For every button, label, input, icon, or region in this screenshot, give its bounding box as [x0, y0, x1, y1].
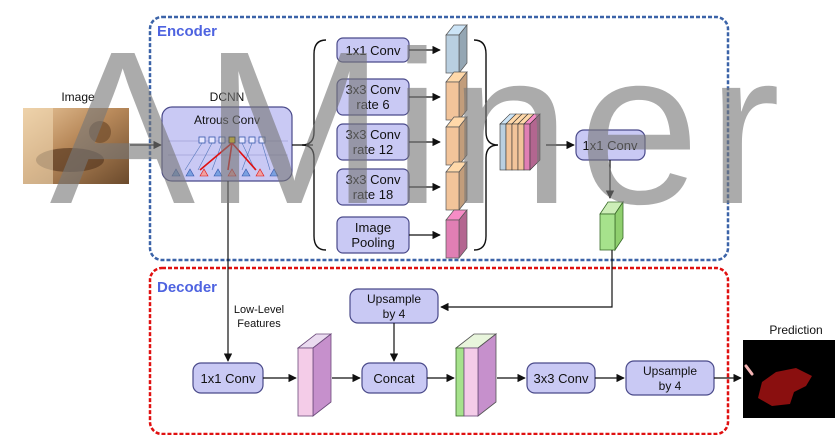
- dcnn-label: DCNN: [210, 90, 245, 104]
- low-level-label-2: Features: [237, 318, 281, 330]
- upsample-out-label-2: by 4: [659, 379, 682, 393]
- aspp-branch-label: 3x3 Conv: [346, 127, 401, 142]
- aspp-branch-label: rate 18: [353, 187, 393, 202]
- aspp-branch-label: 1x1 Conv: [346, 43, 401, 58]
- upsample-top-label-1: Upsample: [367, 292, 421, 306]
- aspp-feature-map: [445, 116, 468, 166]
- concatenated-decoder-features: [454, 333, 498, 417]
- atrous-conv-graphic: [168, 136, 288, 177]
- stacked-feature-slice: [523, 113, 541, 171]
- dcnn-block: [161, 106, 293, 182]
- decoder-region: [148, 266, 730, 435]
- aspp-right-brace: [473, 39, 499, 251]
- upsample-out-label-1: Upsample: [643, 364, 697, 378]
- concatenated-features: [499, 113, 541, 171]
- prediction-image: [743, 340, 835, 418]
- encoder-region: [148, 15, 730, 262]
- aspp-branch-label: Image: [355, 220, 391, 235]
- conv3x3-label: 3x3 Conv: [534, 371, 589, 386]
- encoder-to-upsample-arrow: [440, 250, 613, 312]
- input-image: [23, 108, 129, 184]
- aspp-branch-label: 3x3 Conv: [346, 82, 401, 97]
- aspp-branch-label: 3x3 Conv: [346, 172, 401, 187]
- decoder-title: Decoder: [157, 279, 217, 296]
- concat-label: Concat: [373, 371, 415, 386]
- atrous-conv-label: Atrous Conv: [194, 113, 260, 127]
- input-label: Image: [61, 90, 95, 104]
- aspp-feature-map: [445, 209, 468, 259]
- encoder-output-feature: [599, 200, 624, 252]
- prediction-label: Prediction: [769, 323, 822, 337]
- aspp-feature-map: [445, 161, 468, 211]
- low-level-label-1: Low-Level: [234, 304, 284, 316]
- aspp-branch: 1x1 Conv: [336, 24, 468, 74]
- decoder-1x1-conv-label: 1x1 Conv: [201, 371, 256, 386]
- low-level-feature-map: [296, 333, 333, 417]
- upsample-top-label-2: by 4: [383, 307, 406, 321]
- aspp-left-brace: [301, 39, 327, 251]
- encoder-1x1-conv-label: 1x1 Conv: [583, 138, 638, 153]
- aspp-branch-label: Pooling: [351, 235, 394, 250]
- aspp-feature-map: [445, 24, 468, 74]
- aspp-branch-label: rate 6: [356, 97, 389, 112]
- encoder-title: Encoder: [157, 23, 217, 40]
- aspp-feature-map: [445, 71, 468, 121]
- aspp-branch-label: rate 12: [353, 142, 393, 157]
